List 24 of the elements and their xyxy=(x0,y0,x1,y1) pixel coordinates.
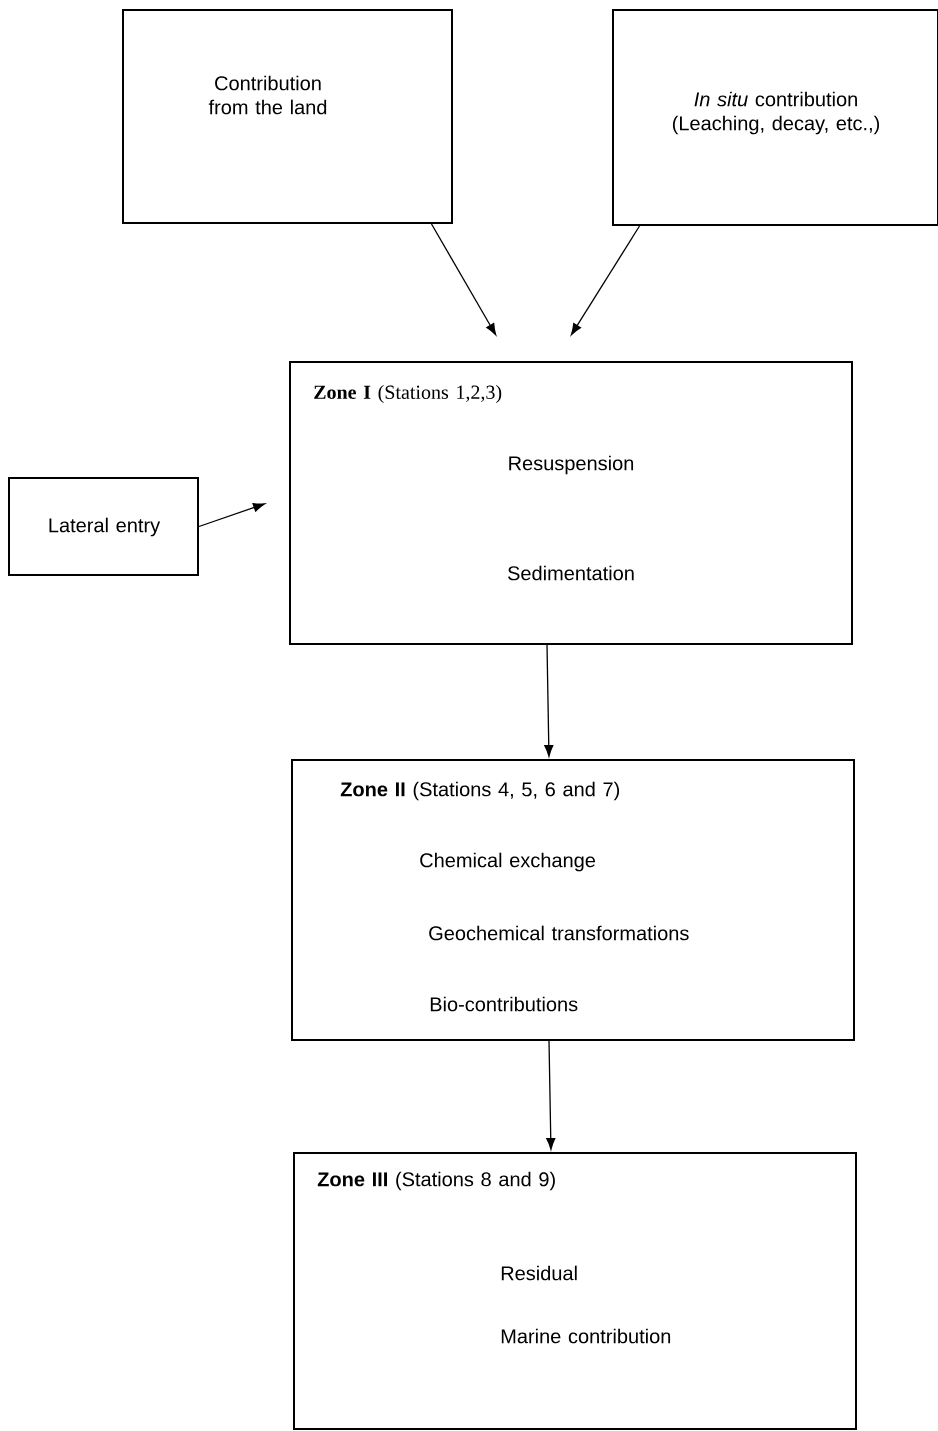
process-box xyxy=(289,361,853,645)
process-box xyxy=(291,759,855,1041)
zone-heading: Zone I (Stations 1,2,3) xyxy=(314,384,502,404)
box-text: Lateral entry xyxy=(49,517,161,537)
process-box xyxy=(612,9,938,226)
arrow xyxy=(546,1040,556,1150)
box-text: Resuspension xyxy=(509,455,634,475)
box-text: Marine contribution xyxy=(501,1328,671,1344)
box-text: Bio-contributions xyxy=(430,996,578,1012)
process-box xyxy=(122,9,453,224)
zone-heading: Zone III (Stations 8 and 9) xyxy=(317,1171,555,1191)
zone-heading: Zone II (Stations 4, 5, 6 and 7) xyxy=(340,781,620,801)
arrow xyxy=(544,644,554,757)
process-box xyxy=(293,1152,857,1430)
box-text: Geochemical transformations xyxy=(429,925,689,941)
arrow xyxy=(430,223,497,336)
arrow xyxy=(570,225,641,336)
box-text: Chemical exchange xyxy=(420,852,596,872)
box-text: Residual xyxy=(501,1265,577,1281)
process-box xyxy=(8,477,199,576)
arrow xyxy=(198,503,265,528)
box-text: Sedimentation xyxy=(508,565,634,581)
box-text: Contribution from the land xyxy=(208,75,327,115)
box-text: In situ contribution (Leaching, decay, etc.,) xyxy=(672,91,880,135)
